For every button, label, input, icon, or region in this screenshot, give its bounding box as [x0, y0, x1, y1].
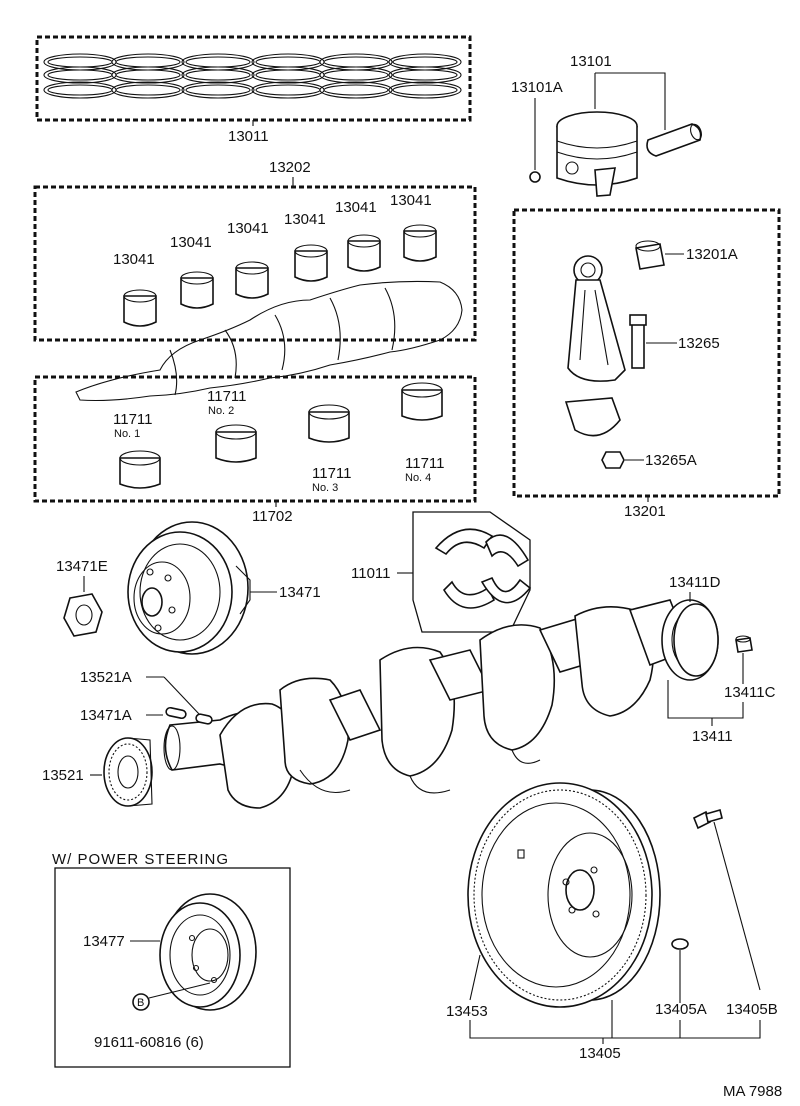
ps-pulley-label: 13477	[83, 933, 125, 950]
crankshaft-group: 13411D 13411C 13411	[163, 574, 776, 809]
upper-bearing-set-group: 13202 13041 13041 13041 13041 13041 1304…	[33, 159, 477, 342]
key-a-label: 13521A	[80, 669, 132, 686]
main-bearing-label-2: 11711	[207, 388, 247, 405]
piston-ring-sets	[43, 53, 462, 99]
main-bearing-no1-label: No. 1	[114, 428, 140, 440]
piston-pin-clip-label: 13101A	[511, 79, 563, 96]
piston-ring-set-group: 13011	[35, 35, 472, 145]
crank-pulley-icon	[127, 521, 251, 655]
ps-bolt-badge: B	[132, 993, 150, 1011]
crankshaft-ghost-outline	[75, 280, 463, 402]
rear-seal-plate-label: 13411D	[669, 574, 721, 591]
conrod-bushing-label: 13201A	[686, 246, 738, 263]
main-bearing-no2-label: No. 2	[208, 405, 234, 417]
conrod-bolt-label: 13265	[678, 335, 720, 352]
upper-bearing-shells	[123, 224, 437, 327]
conrod-nut-label: 13265A	[645, 452, 697, 469]
timing-gear-icon	[103, 737, 153, 807]
thrust-washer-label: 11011	[351, 565, 391, 582]
flywheel-bolt-label: 13405B	[726, 1001, 778, 1018]
crankshaft-icon	[163, 599, 719, 809]
power-steering-group: W/ POWER STEERING 13477 B 91611-60816 (6…	[52, 851, 291, 1068]
power-steering-title: W/ POWER STEERING	[52, 851, 229, 868]
flywheel-group: 13453 13405A 13405B 13405	[446, 782, 778, 1062]
conrod-bolt-icon	[629, 314, 647, 369]
flywheel-bolt-icon	[692, 809, 723, 830]
crank-pulley-group: 13471E 13471	[56, 521, 321, 655]
main-bearing-shells	[119, 382, 443, 489]
main-bearing-label-1: 11711	[113, 411, 153, 428]
pulley-nut-label: 13471E	[56, 558, 108, 575]
flywheel-icon	[467, 782, 661, 1008]
crankshaft-label: 13411	[692, 728, 733, 745]
conrod-bushing-icon	[635, 240, 665, 270]
piston-assy-label: 13101	[570, 53, 612, 70]
bushing-icon	[735, 635, 753, 653]
main-bearing-label-3: 11711	[312, 465, 352, 482]
timing-gear-label: 13521	[42, 767, 84, 784]
reference-code: MA 7988	[723, 1083, 782, 1100]
flywheel-pin-label: 13405A	[655, 1001, 707, 1018]
key-b-label: 13471A	[80, 707, 132, 724]
flywheel-label: 13405	[579, 1045, 621, 1062]
conrod-icon	[567, 255, 626, 382]
ps-bolt-badge-letter: B	[137, 997, 144, 1009]
power-steering-box	[54, 867, 291, 1068]
upper-bearing-label-3: 13041	[227, 220, 269, 237]
conrod-box	[512, 208, 781, 498]
piston-pin-icon	[646, 123, 702, 157]
upper-bearing-label-6: 13041	[390, 192, 432, 209]
bushing-label: 13411C	[724, 684, 776, 701]
thrust-washer-outline	[412, 511, 531, 633]
main-bearing-label-4: 11711	[405, 455, 445, 472]
piston-pin-clip-icon	[529, 171, 541, 183]
upper-bearing-label-1: 13041	[113, 251, 155, 268]
thrust-washer-group: 11011	[351, 511, 532, 633]
main-bearing-set-group: 11711 No. 1 11711 No. 2 11711 No. 3 1171…	[33, 375, 477, 525]
key-a-icon	[195, 713, 213, 725]
piston-group: 13101 13101A	[511, 53, 702, 197]
upper-bearing-label-4: 13041	[284, 211, 326, 228]
rear-seal-plate-icon	[673, 603, 719, 677]
upper-bearing-label-5: 13041	[335, 199, 377, 216]
conrod-nut-icon	[601, 451, 625, 469]
main-bearing-set-label: 11702	[252, 508, 293, 525]
piston-icon	[556, 111, 638, 197]
flywheel-bracket	[469, 1020, 761, 1039]
pulley-nut-icon	[63, 593, 103, 637]
key-b-icon	[165, 706, 187, 720]
conrod-cap-icon	[564, 397, 621, 437]
main-bearing-set-box	[33, 375, 477, 503]
piston-ring-set-label: 13011	[228, 128, 269, 145]
thrust-washer-icons	[434, 528, 532, 609]
upper-bearing-label-2: 13041	[170, 234, 212, 251]
upper-bearing-set-box	[33, 185, 477, 342]
keys-and-gear-group: 13521A 13471A 13521	[42, 669, 213, 807]
main-bearing-no3-label: No. 3	[312, 482, 338, 494]
main-bearing-no4-label: No. 4	[405, 472, 431, 484]
flywheel-pin-icon	[671, 938, 689, 950]
crankshaft-bracket	[667, 680, 744, 719]
ring-gear-label: 13453	[446, 1003, 488, 1020]
crank-pulley-label: 13471	[279, 584, 321, 601]
ps-pulley-icon	[159, 893, 257, 1011]
conrod-group: 13201A 13265 13265A 13201	[512, 208, 781, 520]
conrod-assy-label: 13201	[624, 503, 666, 520]
upper-bearing-set-label: 13202	[269, 159, 311, 176]
ps-bolt-label: 91611-60816 (6)	[94, 1034, 204, 1051]
